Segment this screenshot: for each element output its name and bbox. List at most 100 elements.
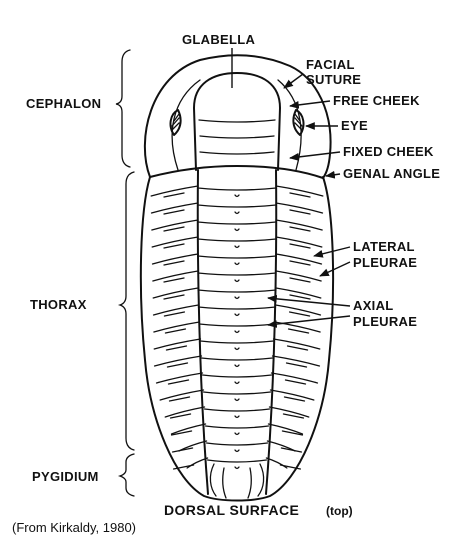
left-pleural-furrow	[163, 260, 185, 266]
thorax-bracket	[117, 171, 135, 451]
axial-ring-line	[197, 221, 277, 225]
right-pleural-rib	[274, 304, 322, 316]
suture-label: SUTURE	[306, 72, 361, 87]
left-pleural-furrow	[163, 277, 185, 283]
left-pleural-furrow	[171, 447, 194, 453]
left-pleural-rib	[186, 457, 209, 469]
lateral-label: LATERAL	[353, 239, 415, 254]
left-pleural-rib	[152, 287, 199, 299]
right-pleural-furrow	[289, 209, 311, 215]
left-pleural-rib	[153, 321, 201, 333]
left-pleural-furrow	[167, 379, 190, 385]
left-pleural-furrow	[172, 464, 195, 470]
axial-ring-line	[197, 187, 277, 191]
axial-tick	[234, 262, 240, 266]
left-pleural-furrow	[170, 430, 193, 436]
right-pleural-rib	[275, 287, 322, 299]
thoracic-segments	[150, 185, 324, 470]
eye-left	[169, 109, 182, 136]
right-pleural-furrow	[289, 226, 311, 232]
right-pleural-furrow	[289, 277, 311, 283]
left-pleural-furrow	[169, 413, 192, 419]
axial-ring-line	[197, 306, 277, 310]
axial-tick	[234, 415, 240, 419]
axial-tick	[234, 466, 240, 470]
axial-tick	[234, 364, 240, 368]
axial-tick	[234, 398, 240, 402]
axial-tick	[234, 449, 240, 453]
axial-ring-marks	[234, 194, 240, 470]
left-pleural-rib	[153, 338, 202, 350]
left-pleural-furrow	[163, 294, 185, 300]
facial-suture	[171, 79, 302, 171]
axial-ring-line	[204, 425, 270, 429]
right-pleural-furrow	[289, 243, 311, 249]
left-pleural-rib	[151, 219, 199, 231]
glabella	[193, 72, 281, 171]
right-pleural-furrow	[281, 430, 304, 436]
right-pleural-furrow	[283, 396, 306, 402]
right-pleural-furrow	[279, 464, 302, 470]
left-pleural-furrow	[164, 328, 187, 334]
right-pleural-furrow	[285, 362, 308, 368]
axial-tick	[234, 381, 240, 385]
pygidium-furrows	[209, 463, 265, 499]
right-pleural-rib	[273, 321, 321, 333]
right-pleural-furrow	[287, 328, 310, 334]
free-cheek-label: FREE CHEEK	[333, 93, 420, 108]
axial-tick	[234, 432, 240, 436]
source-caption: (From Kirkaldy, 1980)	[12, 520, 136, 535]
left-pleural-rib	[152, 304, 200, 316]
axial-pleurae-label: PLEURAE	[353, 314, 417, 329]
pointers	[231, 48, 351, 328]
right-pleural-rib	[272, 338, 321, 350]
left-pleural-furrow	[166, 362, 189, 368]
body-outline	[139, 176, 335, 502]
figure-title: DORSAL SURFACE	[164, 502, 299, 518]
right-pleural-furrow	[288, 311, 311, 317]
right-pleural-rib	[268, 406, 310, 418]
left-pleural-rib	[150, 202, 199, 214]
eye-label: EYE	[341, 118, 368, 133]
right-pleural-rib	[267, 423, 304, 435]
left-pleural-furrow	[163, 192, 185, 198]
genal-angle-pointer	[325, 170, 341, 179]
axial-label: AXIAL	[353, 298, 394, 313]
right-pleural-rib	[275, 219, 323, 231]
axial-pleurae-pointer-2	[267, 315, 351, 328]
left-pleural-rib	[170, 423, 207, 435]
right-pleural-rib	[275, 253, 323, 265]
right-pleural-furrow	[282, 413, 305, 419]
right-pleural-rib	[269, 389, 315, 401]
lateral-pleurae-label: PLEURAE	[353, 255, 417, 270]
right-pleural-furrow	[284, 379, 307, 385]
left-pleural-rib	[153, 355, 203, 367]
right-pleural-rib	[271, 355, 321, 367]
lateral-pleurae-pointer-2	[319, 261, 351, 277]
axial-tick	[234, 347, 240, 351]
left-pleural-furrow	[168, 396, 191, 402]
trilobite-body	[139, 54, 335, 502]
axial-ring-line	[200, 357, 274, 361]
left-pleural-rib	[155, 372, 204, 384]
axial-ring-line	[203, 408, 271, 412]
right-pleural-rib	[275, 185, 324, 197]
free-cheek-pointer	[289, 100, 331, 109]
pygidium-bracket	[117, 453, 135, 497]
lateral-pleurae-pointer-1	[313, 246, 351, 258]
figure-title-suffix: (top)	[326, 504, 353, 518]
right-pleural-furrow	[289, 260, 311, 266]
axial-tick	[234, 194, 240, 198]
left-pleural-rib	[150, 185, 199, 197]
right-pleural-furrow	[289, 294, 311, 300]
glabella-label: GLABELLA	[182, 32, 255, 47]
axial-ring-line	[197, 289, 277, 293]
pygidium-label: PYGIDIUM	[32, 469, 99, 484]
axial-tick	[234, 279, 240, 283]
left-pleural-furrow	[163, 243, 185, 249]
left-pleural-rib	[152, 270, 199, 282]
left-pleural-furrow	[163, 311, 186, 317]
right-pleural-rib	[275, 236, 323, 248]
axial-tick	[234, 245, 240, 249]
